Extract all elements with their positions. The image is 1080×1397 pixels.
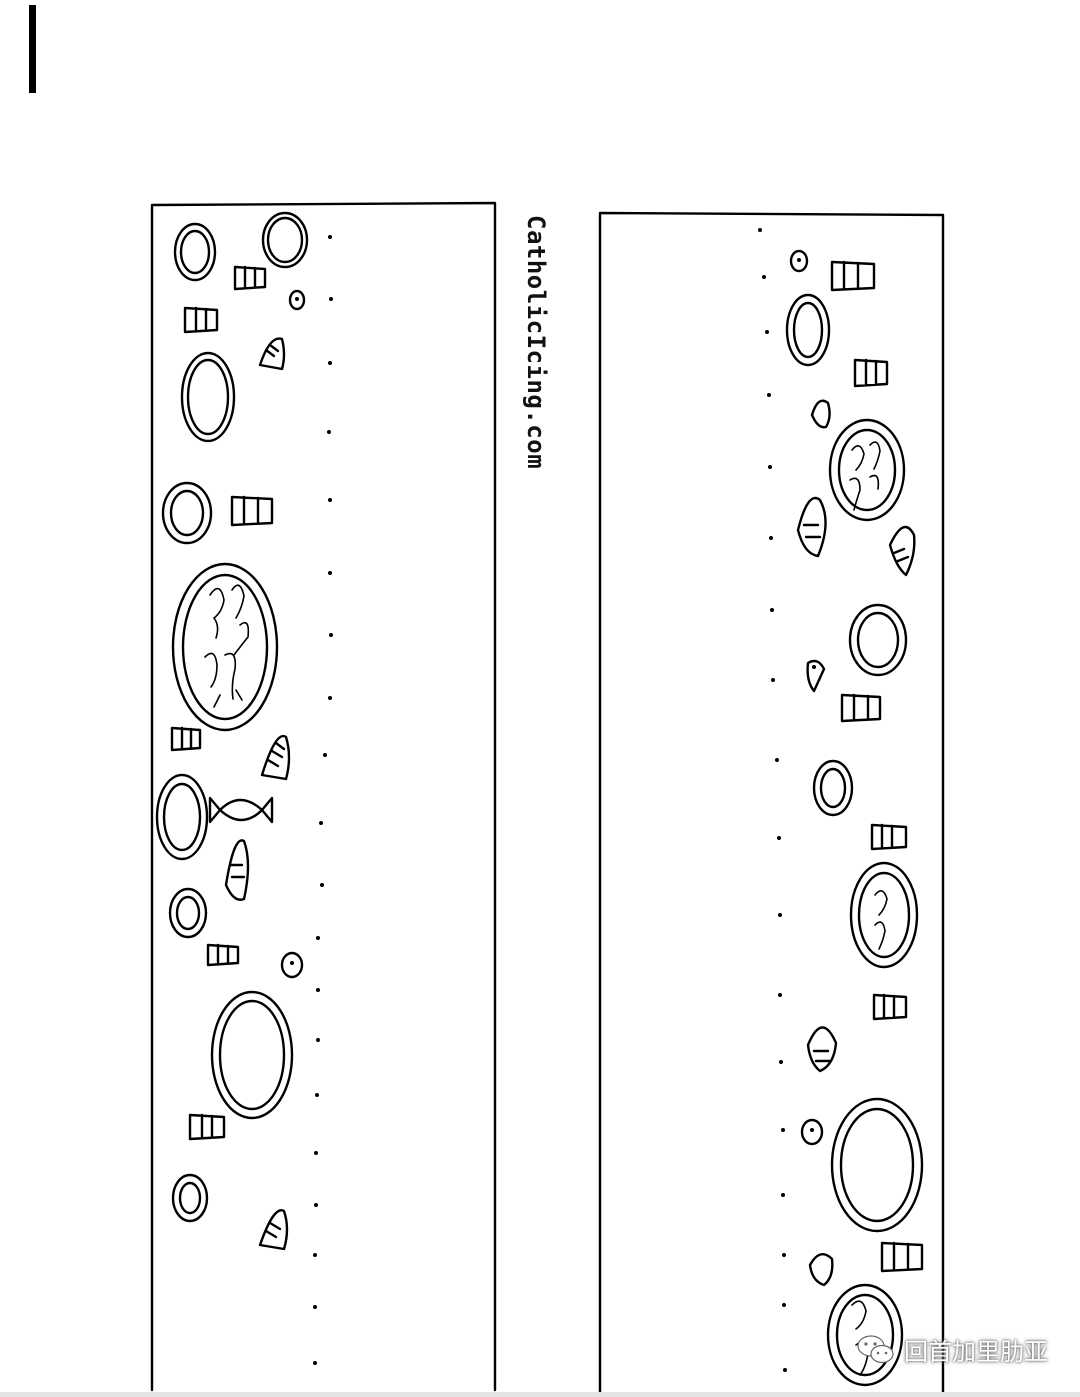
bread bbox=[224, 337, 291, 1251]
wechat-icon bbox=[857, 1334, 894, 1363]
brand-text: CatholicIcing.com bbox=[522, 215, 550, 470]
small-dishes bbox=[789, 249, 826, 1146]
watermark: 回首加里肋亚 bbox=[856, 1332, 1048, 1367]
watermark-text: 回首加里肋亚 bbox=[904, 1338, 1048, 1366]
plates bbox=[155, 211, 309, 1223]
bread bbox=[796, 399, 916, 1287]
fold-dots bbox=[313, 235, 333, 1365]
table-strip-left bbox=[150, 201, 497, 1392]
margin-bar bbox=[29, 5, 36, 93]
plates bbox=[785, 293, 924, 1233]
strip-frame bbox=[598, 211, 945, 1397]
fish-platter bbox=[171, 562, 279, 732]
wrapped-fish bbox=[208, 796, 274, 824]
table-strip-right bbox=[598, 211, 945, 1397]
strip-frame bbox=[150, 201, 497, 1392]
brand-label: CatholicIcing.com bbox=[520, 215, 580, 475]
fish-platters bbox=[826, 418, 919, 1387]
page-bottom-edge bbox=[0, 1392, 1080, 1397]
small-dishes bbox=[280, 289, 306, 979]
fold-dots bbox=[758, 228, 787, 1372]
cups bbox=[830, 260, 924, 1273]
cups bbox=[170, 265, 274, 1141]
